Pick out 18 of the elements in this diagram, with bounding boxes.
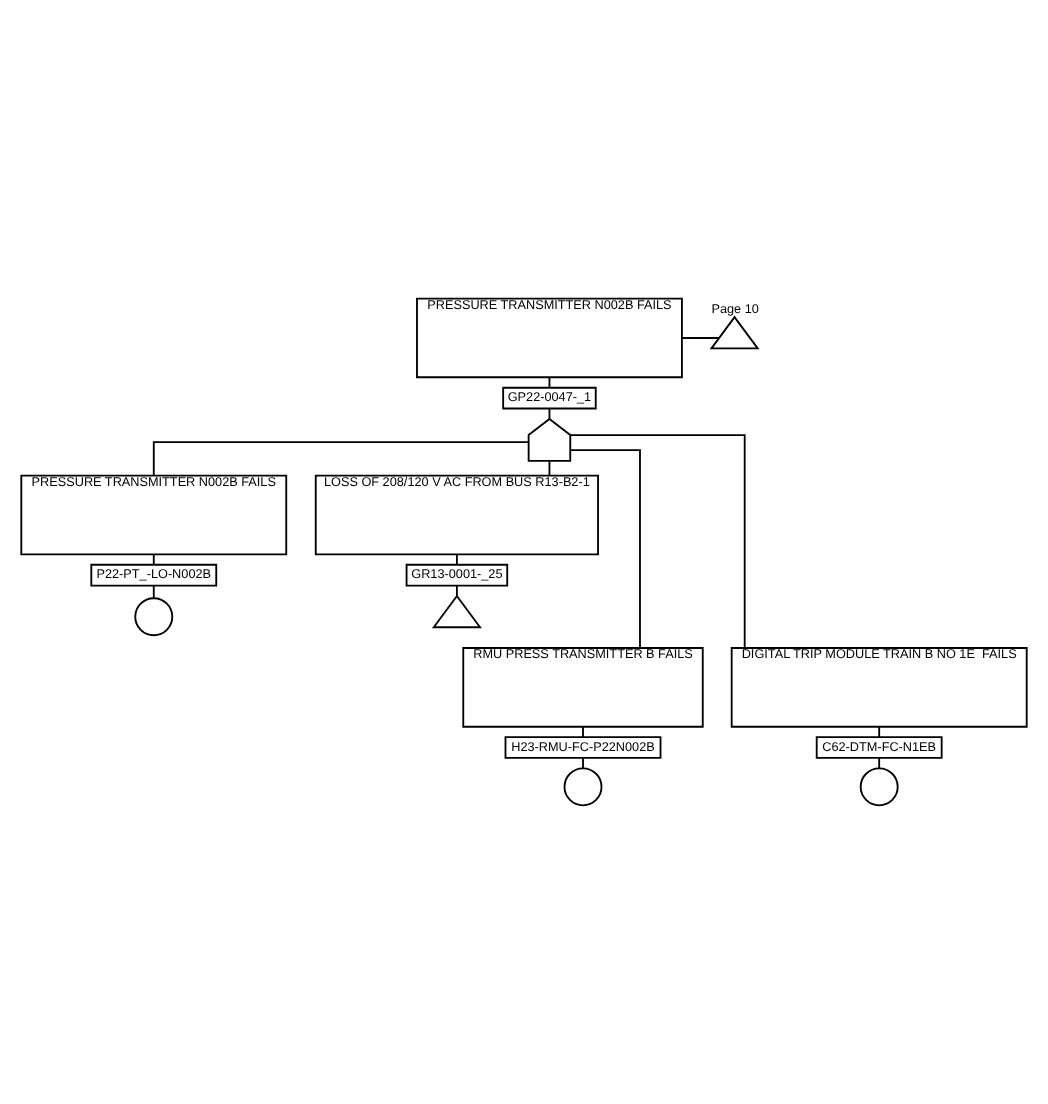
- connector: [455, 553, 458, 566]
- connector: [878, 725, 881, 738]
- connector: [878, 757, 881, 770]
- node-circle: [134, 597, 174, 637]
- connector: [152, 553, 155, 566]
- connector: [681, 337, 720, 339]
- connector: [569, 449, 641, 649]
- connector: [152, 584, 155, 599]
- connector: [569, 434, 746, 649]
- node-triangle: [431, 594, 482, 629]
- connector: [152, 441, 530, 477]
- connector: [582, 725, 584, 738]
- connector: [455, 584, 458, 597]
- connector: [582, 757, 584, 770]
- node-triangle: [709, 315, 760, 350]
- node-circle: [563, 767, 603, 807]
- node-gate: [527, 417, 572, 462]
- node-circle: [859, 767, 899, 807]
